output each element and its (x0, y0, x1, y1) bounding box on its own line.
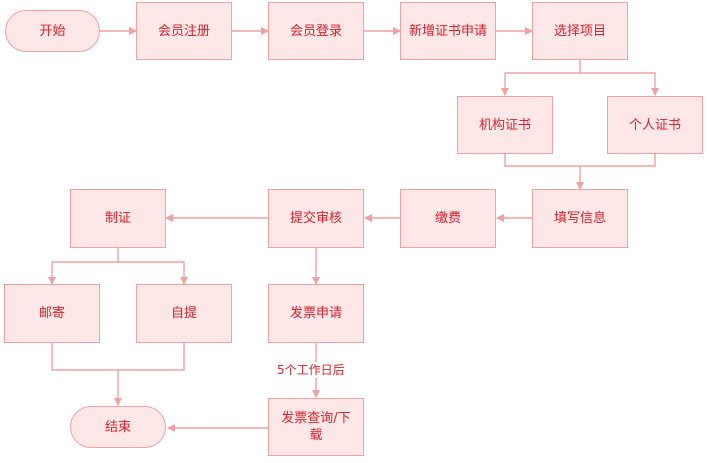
arrow-make-cert-to-self-pickup (118, 261, 188, 285)
arrow-personal-cert-to-fill-info (580, 154, 656, 167)
arrow-make-cert-to-mail (48, 248, 119, 285)
fill-info-node: 填写信息 (532, 189, 628, 248)
payment-node: 缴费 (400, 189, 496, 248)
org-cert-node: 机构证书 (457, 96, 553, 154)
arrow-mail-to-end (51, 343, 122, 406)
invoice-query-node: 发票查询/下载 (268, 398, 364, 456)
make-cert-node: 制证 (70, 189, 166, 248)
arrow-self-pickup-to-end (118, 343, 185, 371)
register-node: 会员注册 (136, 2, 232, 60)
personal-cert-node: 个人证书 (607, 96, 703, 154)
login-node: 会员登录 (268, 2, 364, 60)
arrow-org-cert-to-fill-info (504, 154, 584, 190)
submit-review-node: 提交审核 (268, 189, 364, 248)
arrow-select-item-to-personal-cert (580, 72, 659, 96)
new-application-node: 新增证书申请 (400, 2, 496, 60)
mail-node: 邮寄 (4, 284, 100, 343)
arrow-select-item-to-org-cert (501, 60, 581, 96)
select-item-node: 选择项目 (532, 2, 628, 60)
start-node: 开始 (5, 10, 100, 52)
invoice-apply-node: 发票申请 (268, 284, 364, 343)
end-node: 结束 (70, 406, 166, 448)
invoice-wait-note: 5个工作日后 (276, 362, 346, 378)
self-pickup-node: 自提 (136, 284, 232, 343)
